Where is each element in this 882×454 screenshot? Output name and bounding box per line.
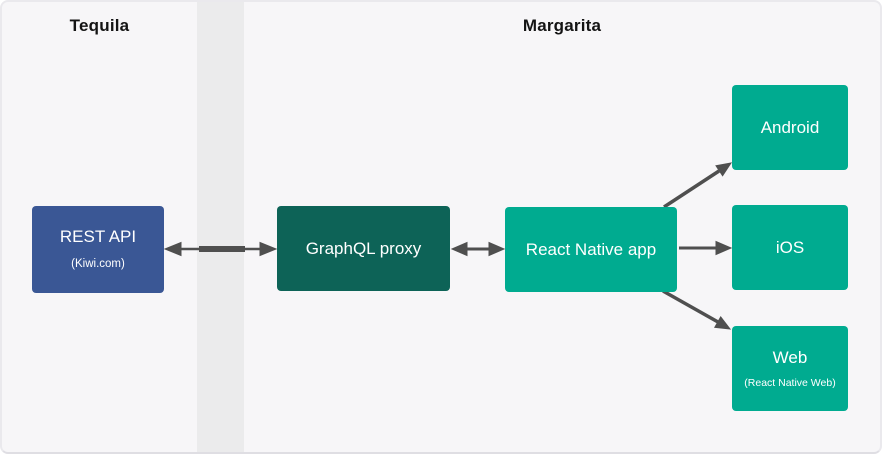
node-rest-api-sublabel: (Kiwi.com)	[71, 258, 125, 271]
node-web: Web (React Native Web)	[732, 326, 848, 411]
arrowhead-icon	[715, 240, 733, 256]
node-rest-api: REST API (Kiwi.com)	[32, 206, 164, 293]
node-react-native-app: React Native app	[505, 207, 677, 292]
node-ios: iOS	[732, 205, 848, 290]
node-android-label: Android	[760, 118, 820, 137]
node-ios-label: iOS	[775, 238, 805, 257]
node-rest-api-label: REST API	[59, 227, 137, 247]
edge-react-native-app-web	[662, 289, 732, 330]
section-title-margarita: Margarita	[522, 16, 602, 35]
edge-react-native-app-android	[663, 162, 733, 209]
arrowhead-icon	[713, 315, 732, 330]
node-react-native-app-label: React Native app	[525, 240, 657, 259]
arrowhead-icon	[715, 162, 733, 177]
node-web-label: Web	[772, 347, 808, 367]
edge-graphql-proxy-react-native-app	[450, 241, 506, 257]
node-graphql-proxy-label: GraphQL proxy	[305, 239, 422, 258]
arrowhead-left-icon	[450, 241, 468, 257]
arrowhead-right-icon	[259, 241, 278, 257]
section-divider-band	[197, 2, 244, 452]
node-graphql-proxy: GraphQL proxy	[277, 206, 450, 291]
node-android: Android	[732, 85, 848, 170]
edge-react-native-app-ios	[679, 240, 733, 256]
arrowhead-right-icon	[488, 241, 506, 257]
section-title-tequila: Tequila	[69, 16, 130, 35]
arrowhead-left-icon	[163, 241, 182, 257]
node-web-sublabel: (React Native Web)	[744, 376, 836, 389]
